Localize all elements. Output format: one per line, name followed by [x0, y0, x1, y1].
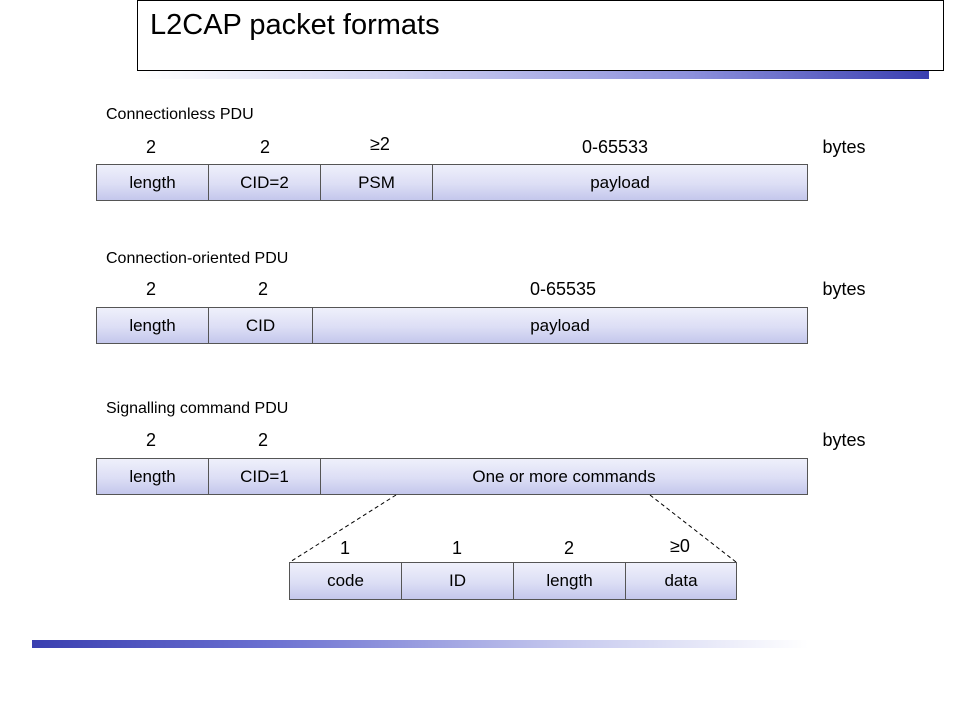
- connectionless-size-cid: 2: [259, 137, 270, 157]
- connectionless-size-length: 2: [145, 137, 156, 157]
- field-id: ID: [402, 563, 514, 599]
- command-size-id: 1: [451, 538, 462, 558]
- field-cid: CID: [209, 308, 313, 343]
- connection-oriented-size-length: 2: [145, 279, 156, 299]
- title-box: L2CAP packet formats: [137, 0, 944, 71]
- field-payload: payload: [530, 315, 590, 335]
- field-payload: payload: [590, 172, 650, 192]
- connectionless-size-payload: 0-65533: [581, 137, 649, 157]
- command-size-code: 1: [339, 538, 350, 558]
- field-length: length: [97, 308, 209, 343]
- command-size-length: 2: [563, 538, 574, 558]
- signalling-size-length: 2: [145, 430, 156, 450]
- command-row: code ID length data: [289, 562, 737, 600]
- connectionless-label: Connectionless PDU: [106, 106, 254, 123]
- page-title: L2CAP packet formats: [150, 9, 440, 41]
- field-cid: CID=1: [209, 459, 321, 494]
- footer-bar: [32, 640, 808, 648]
- signalling-pdu-row: length CID=1 One or more commands: [96, 458, 808, 495]
- field-length: length: [97, 165, 209, 200]
- field-length: length: [514, 563, 626, 599]
- connectionless-unit: bytes: [822, 137, 866, 157]
- field-psm: PSM: [321, 165, 433, 200]
- connectionless-pdu-row: length CID=2 PSM payload: [96, 164, 808, 201]
- field-length: length: [97, 459, 209, 494]
- connection-oriented-unit: bytes: [822, 279, 866, 299]
- field-data: data: [664, 571, 698, 590]
- connection-oriented-label: Connection-oriented PDU: [106, 250, 289, 267]
- field-cid: CID=2: [209, 165, 321, 200]
- connection-oriented-size-cid: 2: [257, 279, 268, 299]
- connectionless-size-psm: ≥2: [370, 134, 390, 154]
- signalling-label: Signalling command PDU: [106, 400, 289, 417]
- connection-oriented-pdu-row: length CID payload: [96, 307, 808, 344]
- title-underline-bar: [137, 71, 929, 79]
- connection-oriented-size-payload: 0-65535: [529, 279, 597, 299]
- signalling-unit: bytes: [822, 430, 866, 450]
- command-size-data: ≥0: [670, 536, 690, 556]
- field-commands: One or more commands: [472, 466, 656, 486]
- field-code: code: [290, 563, 402, 599]
- signalling-size-cid: 2: [257, 430, 268, 450]
